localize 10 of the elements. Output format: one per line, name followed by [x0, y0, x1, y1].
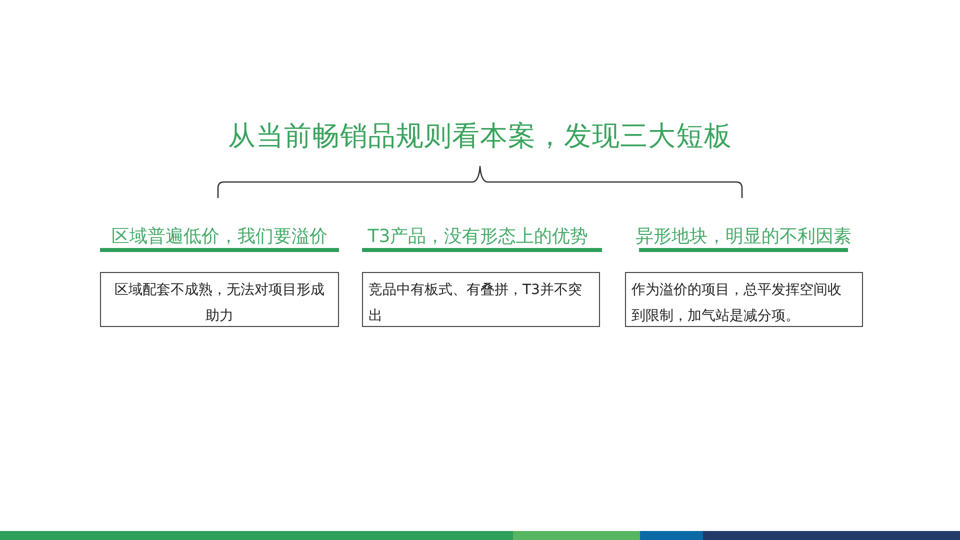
text-box	[100, 272, 339, 327]
column-heading: 区域普遍低价，我们要溢价	[112, 225, 328, 249]
column-heading: T3产品，没有形态上的优势	[368, 225, 588, 249]
box-text: 区域配套不成熟，无法对项目形成助力	[114, 280, 326, 326]
box-text: 作为溢价的项目，总平发挥空间收到限制，加气站是减分项。	[632, 280, 842, 326]
title: 从当前畅销品规则看本案，发现三大短板	[228, 118, 732, 154]
text-box	[625, 272, 863, 327]
box-text: 竞品中有板式、有叠拼，T3并不突出	[368, 280, 583, 326]
text-box	[362, 272, 600, 327]
column-heading: 异形地块，明显的不利因素	[636, 225, 852, 249]
